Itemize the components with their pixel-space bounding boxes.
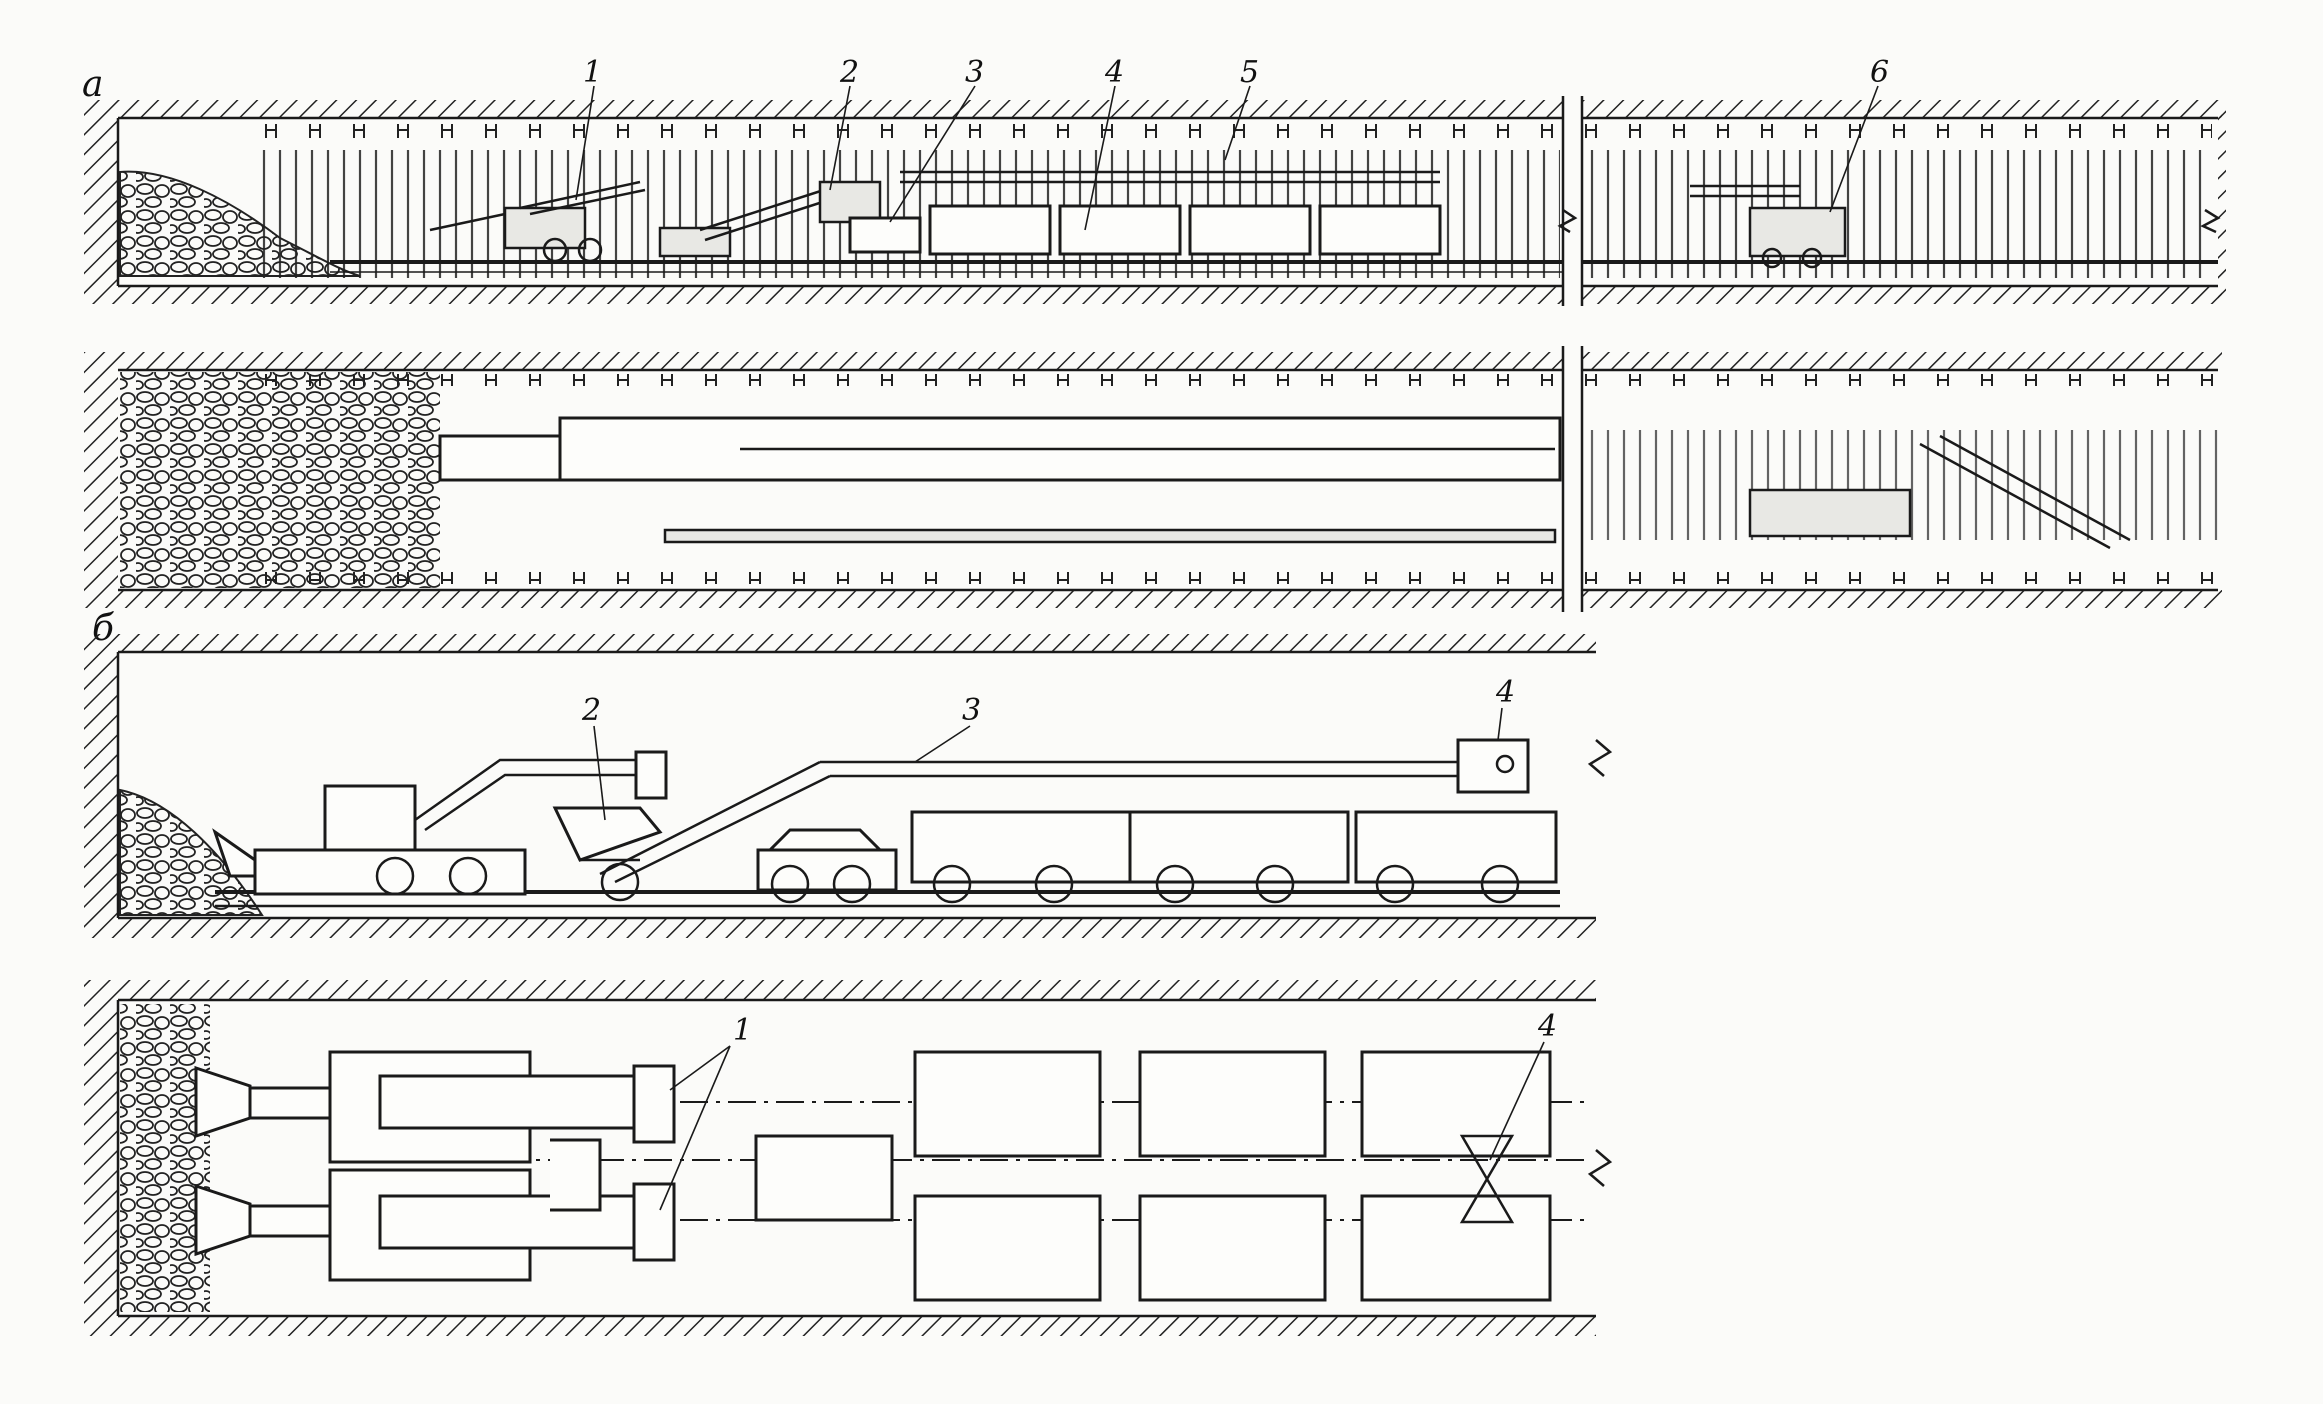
- drilling-rig: [1690, 184, 1847, 269]
- floor-hatch: [118, 286, 1563, 304]
- loader-upper-plan: [194, 1050, 676, 1164]
- drill-rig-plan: [1748, 434, 2131, 550]
- label-b-plan-1: 1: [733, 1013, 752, 1048]
- rock-face-b-plan: [120, 1004, 210, 1312]
- conveyor-train-plan: [438, 416, 1562, 544]
- wagon-train-side: [848, 170, 1442, 256]
- label-a-2: 2: [839, 55, 859, 90]
- main-conveyor-b: [599, 738, 1530, 884]
- wagon-rows-plan: [913, 1050, 1552, 1302]
- transfer-conveyor-b: [552, 806, 663, 902]
- label-a-4: 4: [1104, 55, 1124, 90]
- floor-hatch-right: [1582, 286, 2222, 304]
- section-b-side-labels: 2 3 4: [581, 675, 1515, 821]
- label-a-3: 3: [965, 55, 984, 90]
- label-b-plan-4: 4: [1537, 1009, 1557, 1044]
- label-b-2: 2: [581, 693, 601, 728]
- roof-hatch-right: [1582, 100, 2222, 118]
- section-a-side-view: а: [82, 55, 2226, 306]
- conveyor-loader: [658, 180, 882, 258]
- label-b-3: 3: [962, 693, 981, 728]
- label-a-1: 1: [583, 55, 602, 90]
- loader-machine: [429, 180, 646, 263]
- label-b-4: 4: [1495, 675, 1515, 710]
- roof-lining: [245, 124, 1563, 138]
- section-b-plan-labels: 1 4: [659, 1009, 1557, 1211]
- rock-pile-b: [119, 788, 264, 916]
- section-a-plan-view: [84, 346, 2222, 612]
- section-a-labels: 1 2 3 4 5 6: [575, 55, 1889, 231]
- section-b-plan-view: 1 4: [84, 980, 1613, 1336]
- face-hatch: [84, 100, 118, 304]
- section-label-a: а: [82, 64, 103, 105]
- section-b-side-view: б: [84, 608, 1613, 938]
- roof-hatch: [118, 100, 1563, 118]
- loader-lower-plan: [194, 1168, 676, 1282]
- rock-face-plan: [120, 372, 440, 588]
- label-a-6: 6: [1870, 55, 1889, 90]
- wagons-b: [756, 810, 1558, 904]
- loader-b: [212, 750, 668, 896]
- label-a-5: 5: [1240, 55, 1259, 90]
